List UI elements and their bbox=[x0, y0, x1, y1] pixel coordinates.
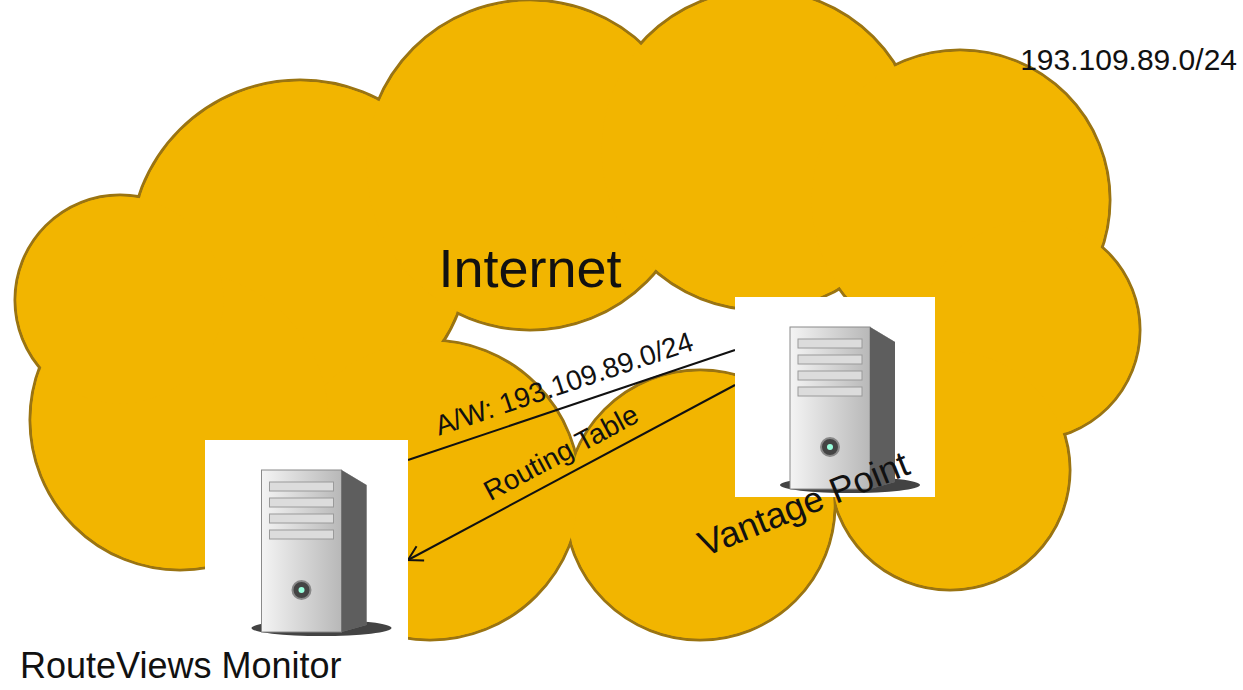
prefix-label: 193.109.89.0/24 bbox=[1020, 43, 1237, 78]
routeviews-monitor-server: RouteViews Monitor bbox=[205, 440, 408, 640]
server-label: RouteViews Monitor bbox=[20, 645, 342, 686]
cloud-label: Internet bbox=[438, 237, 621, 299]
vantage-point-server: Vantage Point bbox=[735, 297, 935, 497]
server-icon bbox=[205, 440, 408, 640]
